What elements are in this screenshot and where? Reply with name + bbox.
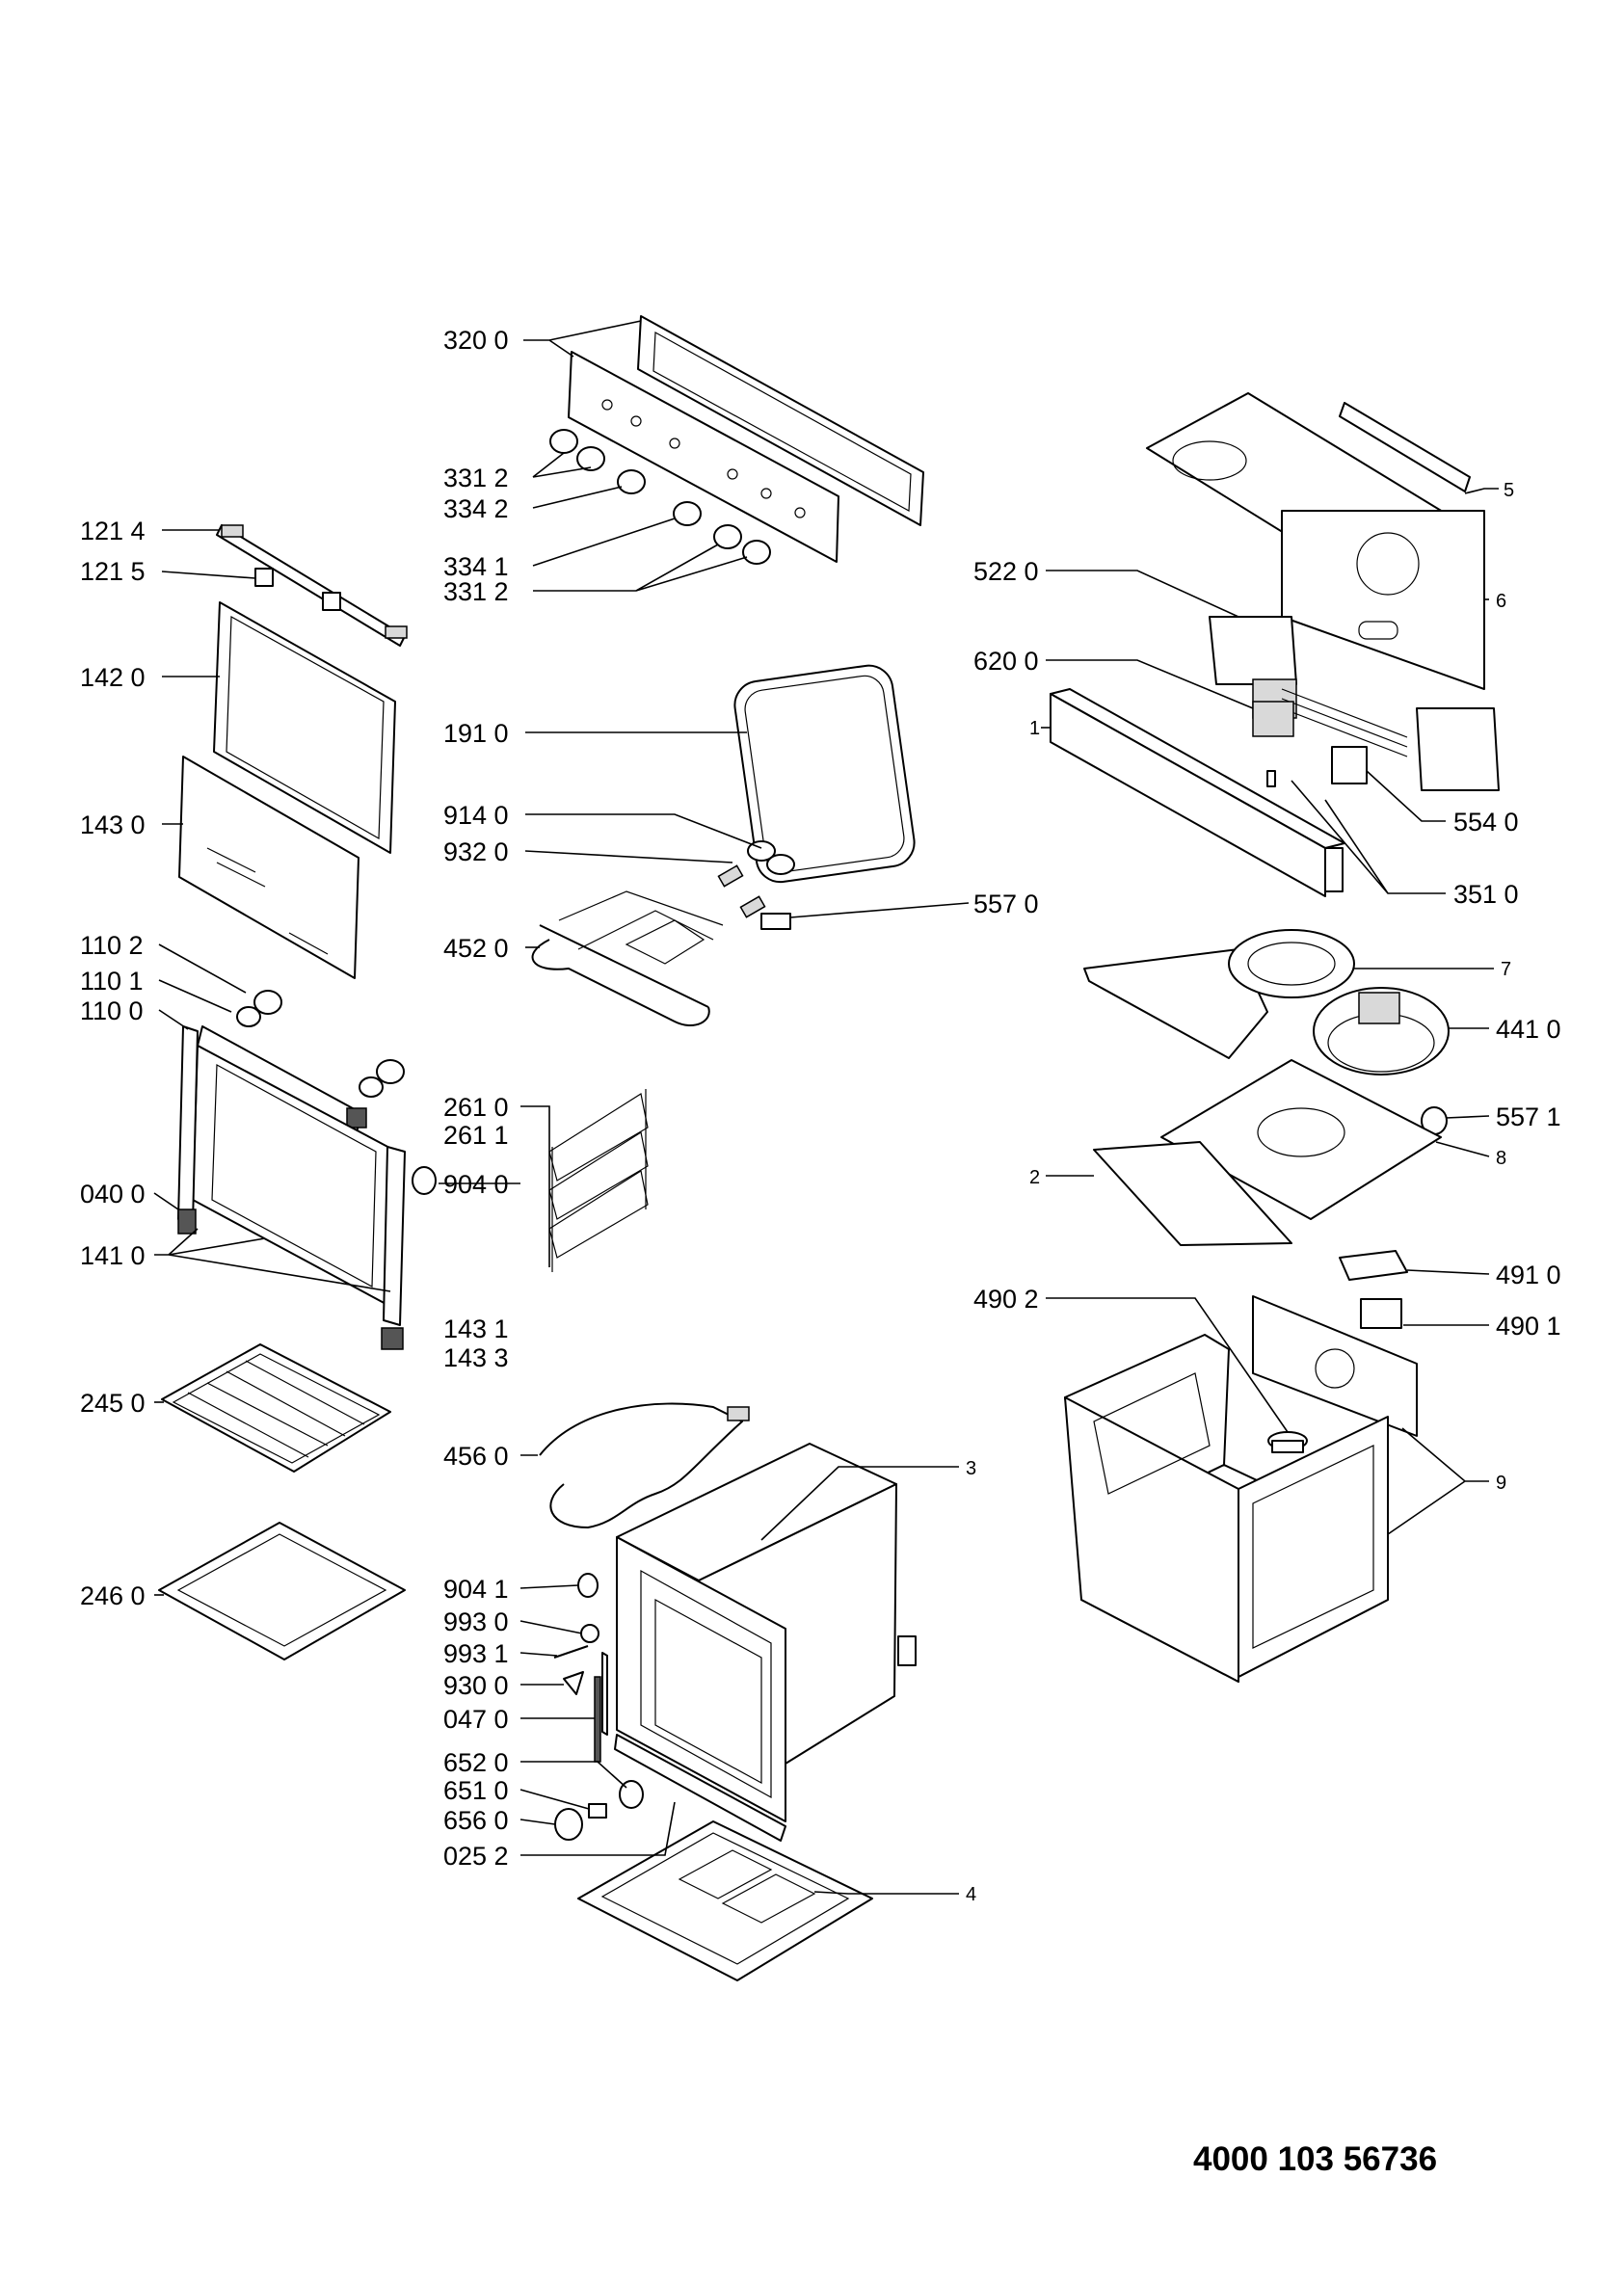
callout-490-1: 490 1 [1496,1312,1561,1341]
callout-334-1: 334 1 [443,552,509,581]
callout-7: 7 [1501,959,1511,980]
callout-110-0: 110 0 [80,996,144,1025]
door-glass-panes [178,601,396,979]
callout-121-5: 121 5 [80,557,146,586]
outer-casing [1064,1295,1418,1683]
callout-143-3: 143 3 [443,1343,509,1372]
lower-element [539,1402,750,1528]
terminal-block [1339,1250,1408,1329]
callout-8: 8 [1496,1148,1506,1169]
callout-930-0: 930 0 [443,1671,509,1700]
callout-2: 2 [1029,1167,1040,1188]
callout-993-1: 993 1 [443,1639,509,1668]
callout-141-0: 141 0 [80,1241,146,1270]
callout-932-0: 932 0 [443,837,509,866]
callout-047-0: 047 0 [443,1705,509,1734]
wire-rack [161,1343,391,1473]
callout-557-1: 557 1 [1496,1102,1561,1131]
knobs [549,429,771,565]
callout-3: 3 [966,1458,976,1479]
callout-6: 6 [1496,591,1506,612]
callout-121-4: 121 4 [80,517,146,545]
callout-261-0: 261 0 [443,1093,509,1122]
fan-cover [1083,929,1355,1059]
door-gasket [733,664,916,884]
callout-456-0: 456 0 [443,1442,509,1471]
baking-tray [158,1522,406,1660]
callout-245-0: 245 0 [80,1389,146,1418]
small-hardware [553,1573,644,1841]
base-pan [577,1820,873,1981]
callout-351-0: 351 0 [1453,880,1519,909]
callout-441-0: 441 0 [1496,1015,1561,1044]
fan-motor [1313,987,1450,1135]
oven-cavity [601,1443,917,1842]
control-panel-assembly [568,315,924,563]
callout-261-1: 261 1 [443,1121,509,1150]
callout-1: 1 [1029,718,1040,739]
callout-320-0: 320 0 [443,326,509,355]
side-runners [548,1089,649,1272]
callout-993-0: 993 0 [443,1607,509,1636]
callout-246-0: 246 0 [80,1581,146,1610]
callout-9: 9 [1496,1473,1506,1494]
callout-490-2: 490 2 [973,1285,1039,1314]
callout-620-0: 620 0 [973,647,1039,676]
callout-522-0: 522 0 [973,557,1039,586]
callout-554-0: 554 0 [1453,808,1519,837]
callout-191-0: 191 0 [443,719,509,748]
callout-904-0: 904 0 [443,1170,509,1199]
callout-491-0: 491 0 [1496,1261,1561,1289]
callout-040-0: 040 0 [80,1180,146,1208]
rear-panel [1093,1059,1442,1246]
callout-labels: 320 0 331 2 334 2 334 1 331 2 121 4 121 … [80,326,1561,1905]
callout-5: 5 [1504,480,1514,501]
callout-4: 4 [966,1884,976,1905]
callout-110-1: 110 1 [80,967,144,996]
callout-914-0: 914 0 [443,801,509,830]
mounting-bracket [1050,688,1345,897]
document-number: 4000 103 56736 [1193,2140,1437,2178]
callout-143-0: 143 0 [80,810,146,839]
door-top-trim [216,524,408,647]
electronic-modules [1209,616,1500,791]
callout-656-0: 656 0 [443,1806,509,1835]
callout-110-2: 110 2 [80,931,144,960]
door-front-frame [177,990,437,1350]
element-connectors [717,840,795,930]
callout-331-2-top: 331 2 [443,464,509,492]
callout-143-1: 143 1 [443,1315,509,1343]
callout-142-0: 142 0 [80,663,146,692]
callout-904-1: 904 1 [443,1575,509,1604]
callout-452-0: 452 0 [443,934,509,963]
grill-element [531,890,724,1026]
top-cover-assembly [1146,392,1485,690]
callout-651-0: 651 0 [443,1776,509,1805]
callout-331-2-bottom: 331 2 [443,577,509,606]
callout-652-0: 652 0 [443,1748,509,1777]
callout-334-2: 334 2 [443,494,509,523]
callout-025-2: 025 2 [443,1842,509,1871]
leader-lines [153,320,1499,1895]
callout-557-0: 557 0 [973,890,1039,918]
